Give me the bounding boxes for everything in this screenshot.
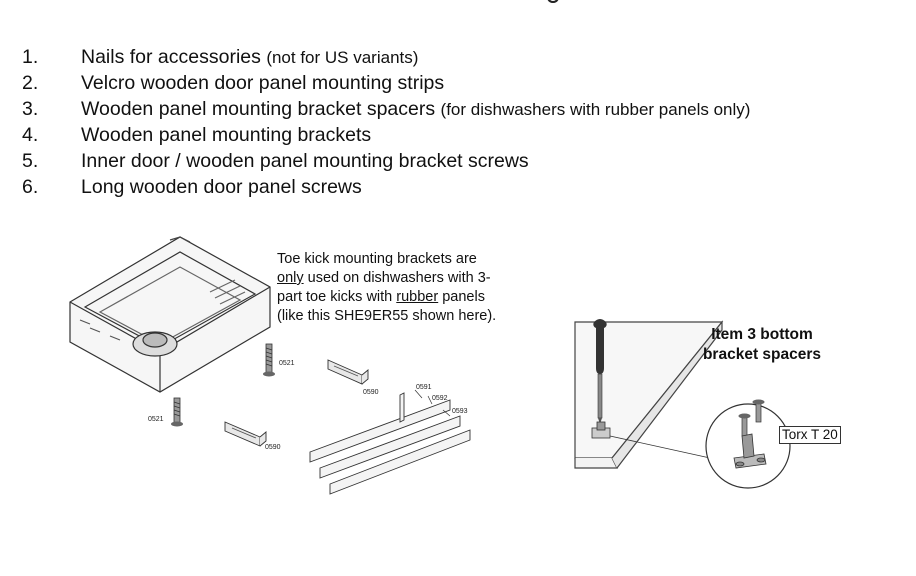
callout-line: Item 3 bottom [711, 326, 813, 343]
toe-kick-note: Toe kick mounting brackets are only used… [277, 250, 537, 326]
note-line: Toe kick mounting brackets are [277, 251, 477, 267]
part-label: 0592 [432, 395, 448, 402]
dishwasher-base-exploded-diagram: 0521 0521 0590 0590 0591 0592 0593 [69, 236, 471, 495]
item-note: (not for US variants) [266, 48, 419, 67]
list-item: 1. Nails for accessories (not for US vari… [22, 44, 750, 70]
bracket-icon [327, 359, 369, 385]
list-item: 3.Wooden panel mounting bracket spacers … [22, 96, 750, 122]
screw-icon [171, 397, 183, 427]
item-number: 4. [22, 124, 39, 146]
door-panel-corner [574, 320, 724, 469]
screw-icon [263, 343, 275, 377]
item-text: Wooden panel mounting brackets [81, 124, 372, 146]
part-label: 0521 [148, 416, 164, 423]
toe-kick-panels [309, 392, 471, 495]
item-text: Inner door / wooden panel mounting brack… [81, 150, 529, 172]
note-line: only used on dishwashers with 3- [277, 269, 537, 288]
note-line: part toe kicks with rubber panels [277, 288, 537, 307]
list-item: 2. Velcro wooden door panel mounting stri… [22, 70, 750, 96]
part-label: 0590 [265, 444, 281, 451]
part-label: 0521 [279, 360, 295, 367]
item-number: 5. [22, 150, 39, 172]
callout-line: bracket spacers [702, 346, 822, 363]
item-text: Long wooden door panel screws [81, 176, 362, 198]
parts-list: 1. Nails for accessories (not for US vari… [22, 44, 750, 200]
bracket-icon [733, 433, 767, 469]
note-text: used on dishwashers with 3- [307, 270, 491, 286]
item-note: (for dishwashers with rubber panels only… [440, 100, 751, 119]
item-text: Nails for accessories [81, 46, 261, 68]
spacer-bracket-icon [591, 421, 611, 439]
list-item: 4. Wooden panel mounting brackets [22, 122, 750, 148]
door-corner-spacer-diagram [574, 319, 791, 489]
note-text: part toe kicks with [277, 289, 393, 305]
item-number: 6. [22, 176, 39, 198]
top-cutoff-mark [547, 0, 559, 4]
item-text: Velcro wooden door panel mounting strips [81, 72, 445, 94]
screwdriver-icon [593, 319, 607, 424]
item-text: Wooden panel mounting bracket spacers [81, 98, 436, 120]
item-number: 2. [22, 72, 39, 94]
part-label: 0591 [416, 384, 432, 391]
item-number: 1. [22, 46, 39, 68]
list-item: 5. Inner door / wooden panel mounting bra… [22, 148, 750, 174]
note-emphasis: rubber [396, 289, 439, 305]
bracket-icon [224, 421, 267, 447]
item-number: 3. [22, 98, 39, 120]
part-label: 0590 [363, 389, 379, 396]
list-item: 6. Long wooden door panel screws [22, 174, 750, 200]
note-line: (like this SHE9ER55 shown here). [277, 308, 497, 324]
spacer-callout: Item 3 bottom bracket spacers [697, 325, 827, 365]
torx-tool-label: Torx T 20 [779, 426, 841, 444]
part-label: 0593 [452, 408, 468, 415]
note-text: panels [442, 289, 485, 305]
dishwasher-base-frame [69, 236, 271, 393]
note-emphasis: only [277, 270, 304, 286]
